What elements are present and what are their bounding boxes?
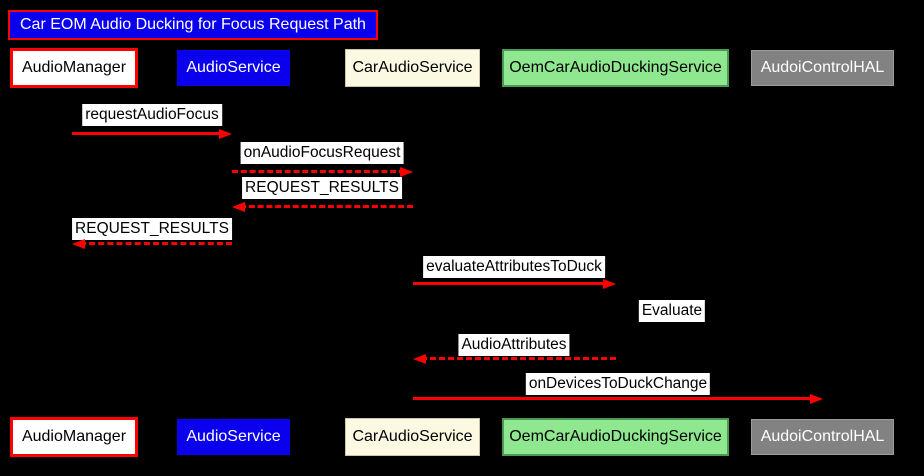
message-label-7: onDevicesToDuckChange [525,373,711,395]
message-arrow-line-7 [413,397,815,400]
message-arrow-line-1 [232,170,405,173]
message-arrow-line-2 [240,205,413,208]
message-arrowhead-7 [810,393,823,404]
message-label-6: AudioAttributes [458,334,570,356]
message-arrow-line-4 [413,282,608,285]
participant-audiomanager-bottom: AudioManager [10,417,138,457]
message-label-5: Evaluate [638,300,706,322]
message-arrow-line-3 [80,242,232,245]
diagram-title: Car EOM Audio Ducking for Focus Request … [8,10,378,40]
message-label-3: REQUEST_RESULTS [72,218,232,240]
message-arrowhead-4 [603,278,616,289]
message-arrowhead-2 [232,201,245,212]
participant-caraudioservice-bottom: CarAudioService [345,418,480,456]
participant-caraudioservice-top: CarAudioService [345,49,480,87]
message-arrowhead-1 [400,166,413,177]
participant-audoicontrolhal-bottom: AudoiControlHAL [751,419,894,455]
message-arrow-line-0 [72,132,224,135]
message-label-2: REQUEST_RESULTS [242,177,402,199]
participant-audoicontrolhal-top: AudoiControlHAL [751,50,894,86]
message-label-4: evaluateAttributesToDuck [423,256,605,278]
participant-audioservice-bottom: AudioService [177,419,290,455]
message-arrowhead-6 [413,353,426,364]
message-label-0: requestAudioFocus [82,104,222,126]
message-arrowhead-3 [72,238,85,249]
message-arrowhead-0 [219,128,232,139]
message-label-1: onAudioFocusRequest [240,142,404,164]
participant-oemcaraudioduckingservice-top: OemCarAudioDuckingService [502,49,729,87]
participant-audiomanager-top: AudioManager [10,48,138,88]
participant-oemcaraudioduckingservice-bottom: OemCarAudioDuckingService [502,418,729,456]
participant-audioservice-top: AudioService [177,50,290,86]
message-arrow-line-6 [421,357,616,360]
